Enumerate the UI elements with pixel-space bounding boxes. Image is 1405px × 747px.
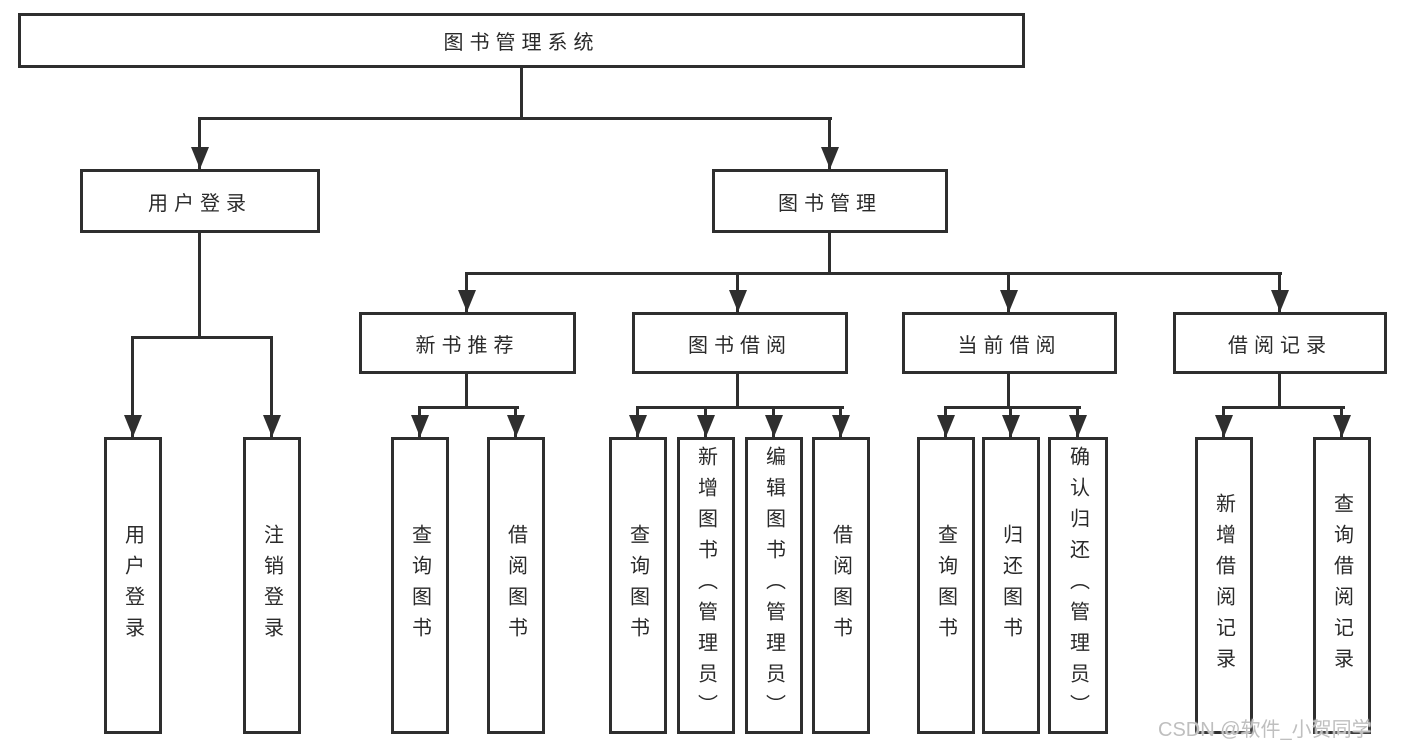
arrow-down-icon bbox=[832, 415, 850, 437]
arrow-down-icon bbox=[1333, 415, 1351, 437]
leaf-return-books-label: 归还图书 bbox=[999, 523, 1022, 648]
connector-line bbox=[270, 336, 273, 437]
leaf-query-books: 查询图书 bbox=[391, 437, 449, 734]
leaf-query-books: 查询图书 bbox=[917, 437, 975, 734]
leaf-add-borrow-record: 新增借阅记录 bbox=[1195, 437, 1253, 734]
leaf-query-books: 查询图书 bbox=[609, 437, 667, 734]
leaf-return-books: 归还图书 bbox=[982, 437, 1040, 734]
arrow-down-icon bbox=[1002, 415, 1020, 437]
connector-line bbox=[1278, 374, 1281, 409]
leaf-user-login-label: 用户登录 bbox=[121, 523, 144, 648]
arrow-down-icon bbox=[263, 415, 281, 437]
arrow-down-icon bbox=[697, 415, 715, 437]
leaf-logout-label: 注销登录 bbox=[260, 523, 283, 648]
node-current-borrowing: 当前借阅 bbox=[902, 312, 1117, 374]
arrow-down-icon bbox=[729, 290, 747, 312]
leaf-add-books-admin-label: 新增图书（管理员） bbox=[694, 446, 717, 725]
leaf-add-books-admin: 新增图书（管理员） bbox=[677, 437, 735, 734]
arrow-down-icon bbox=[458, 290, 476, 312]
csdn-watermark: CSDN @软件_小贺同学 bbox=[1158, 719, 1372, 741]
connector-line bbox=[418, 406, 519, 409]
node-book-borrowing-label: 图书借阅 bbox=[688, 334, 792, 357]
node-user-login-label: 用户登录 bbox=[148, 192, 252, 215]
leaf-query-books-label: 查询图书 bbox=[626, 523, 649, 648]
node-book-management: 图书管理 bbox=[712, 169, 948, 233]
leaf-borrow-books-label: 借阅图书 bbox=[829, 523, 852, 648]
leaf-edit-books-admin: 编辑图书（管理员） bbox=[745, 437, 803, 734]
connector-line bbox=[1007, 374, 1010, 409]
leaf-query-borrow-record: 查询借阅记录 bbox=[1313, 437, 1371, 734]
connector-line bbox=[1222, 406, 1345, 409]
leaf-borrow-books-label: 借阅图书 bbox=[504, 523, 527, 648]
arrow-down-icon bbox=[1271, 290, 1289, 312]
leaf-borrow-books: 借阅图书 bbox=[487, 437, 545, 734]
connector-line bbox=[636, 406, 844, 409]
arrow-down-icon bbox=[821, 147, 839, 169]
leaf-confirm-return-admin-label: 确认归还（管理员） bbox=[1066, 446, 1089, 725]
node-library-system-label: 图书管理系统 bbox=[443, 32, 600, 54]
connector-line bbox=[736, 374, 739, 409]
connector-line bbox=[198, 117, 832, 120]
node-borrow-records-label: 借阅记录 bbox=[1228, 334, 1332, 357]
connector-line bbox=[198, 117, 201, 170]
connector-line bbox=[944, 406, 1081, 409]
leaf-query-borrow-record-label: 查询借阅记录 bbox=[1330, 492, 1353, 679]
arrow-down-icon bbox=[411, 415, 429, 437]
arrow-down-icon bbox=[1069, 415, 1087, 437]
arrow-down-icon bbox=[191, 147, 209, 169]
leaf-confirm-return-admin: 确认归还（管理员） bbox=[1048, 437, 1108, 734]
node-book-management-label: 图书管理 bbox=[778, 192, 882, 215]
leaf-borrow-books: 借阅图书 bbox=[812, 437, 870, 734]
leaf-query-books-label: 查询图书 bbox=[408, 523, 431, 648]
connector-line bbox=[465, 374, 468, 409]
arrow-down-icon bbox=[1000, 290, 1018, 312]
arrow-down-icon bbox=[1215, 415, 1233, 437]
leaf-logout: 注销登录 bbox=[243, 437, 301, 734]
leaf-add-borrow-record-label: 新增借阅记录 bbox=[1212, 492, 1235, 679]
leaf-query-books-label: 查询图书 bbox=[934, 523, 957, 648]
connector-line bbox=[131, 336, 134, 437]
node-book-borrowing: 图书借阅 bbox=[632, 312, 848, 374]
leaf-edit-books-admin-label: 编辑图书（管理员） bbox=[762, 446, 785, 725]
arrow-down-icon bbox=[937, 415, 955, 437]
node-user-login: 用户登录 bbox=[80, 169, 320, 233]
node-new-book-recommend-label: 新书推荐 bbox=[415, 334, 520, 357]
node-current-borrowing-label: 当前借阅 bbox=[957, 334, 1062, 357]
arrow-down-icon bbox=[765, 415, 783, 437]
node-borrow-records: 借阅记录 bbox=[1173, 312, 1387, 374]
arrow-down-icon bbox=[507, 415, 525, 437]
connector-line bbox=[466, 272, 1282, 275]
connector-line bbox=[828, 117, 831, 170]
arrow-down-icon bbox=[124, 415, 142, 437]
arrow-down-icon bbox=[629, 415, 647, 437]
node-new-book-recommend: 新书推荐 bbox=[359, 312, 576, 374]
connector-line bbox=[828, 233, 831, 274]
connector-line bbox=[520, 68, 523, 117]
node-library-system: 图书管理系统 bbox=[18, 13, 1025, 68]
connector-line bbox=[198, 233, 201, 336]
leaf-user-login: 用户登录 bbox=[104, 437, 162, 734]
connector-line bbox=[131, 336, 273, 339]
